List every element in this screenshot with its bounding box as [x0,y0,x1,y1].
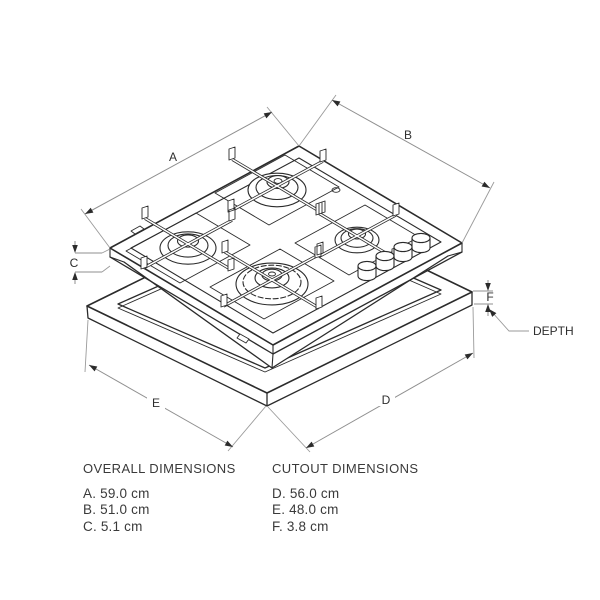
burner-front-wok [235,262,309,306]
cutout-dimensions-title: CUTOUT DIMENSIONS [272,461,419,476]
igniter [331,187,341,193]
burner-back [247,172,307,208]
dimension-row-c: C. 5.1 cm [83,518,143,534]
control-knobs [357,232,431,282]
burner-right-small [334,226,380,254]
dimension-b: B [298,94,495,244]
cutout-dimensions-column: CUTOUT DIMENSIONS D. 56.0 cm E. 48.0 cm … [272,462,418,535]
dimension-f: F [473,280,494,316]
depth-callout: DEPTH [489,309,574,338]
dim-label-f: F [486,290,493,304]
dimension-row-a: A. 59.0 cm [83,486,150,501]
dimension-d: D [267,306,475,453]
surface-panels [125,154,420,320]
dim-label-c: C [70,256,79,270]
depth-label: DEPTH [533,324,574,338]
dimension-row-b: B. 51.0 cm [83,502,150,518]
dimension-e: E [84,319,267,452]
edge-tab-back [130,225,145,235]
overall-dimensions-column: OVERALL DIMENSIONS A. 59.0 cm B. 51.0 cm… [83,462,236,535]
dim-label-e: E [152,396,160,410]
dimension-row-f: F. 3.8 cm [272,518,329,534]
edge-tab-front [236,333,250,344]
dim-label-a: A [169,150,177,164]
dim-label-d: D [382,393,391,407]
dimension-a: A [80,106,300,249]
dim-label-b: B [404,128,412,142]
dimension-row-e: E. 48.0 cm [272,502,339,518]
cooktop-body [109,145,463,369]
burner-left [159,231,217,265]
dimension-c: C [70,241,111,284]
dimension-row-d: D. 56.0 cm [272,486,340,501]
overall-dimensions-title: OVERALL DIMENSIONS [83,461,236,476]
